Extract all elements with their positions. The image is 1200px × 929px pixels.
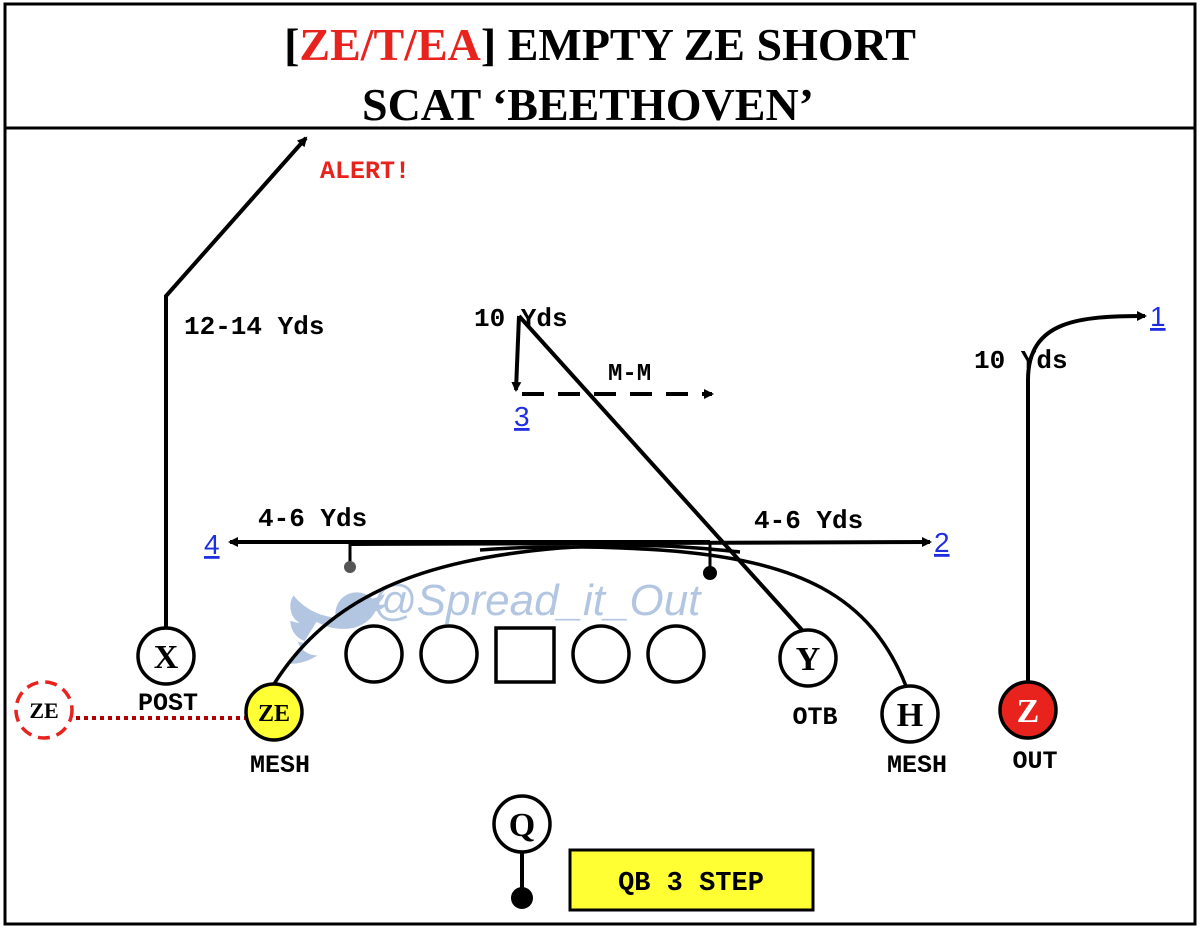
diagram-frame (3, 2, 1197, 926)
z-depth-label: 10 Yds (974, 346, 1068, 376)
ze-route-label: MESH (250, 751, 310, 780)
svg-text:QB 3 STEP: QB 3 STEP (618, 869, 764, 899)
watermark: @Spread_it_Out (290, 576, 702, 664)
player-ze-pre-motion: ZE (14, 680, 74, 740)
qb-drop-dot (511, 887, 533, 909)
read-1-label: 1 (1150, 301, 1166, 332)
svg-text:Y: Y (796, 641, 821, 678)
right-depth-label: 4-6 Yds (754, 506, 863, 536)
y-route-diagonal (517, 314, 804, 632)
read-3-label: 3 (514, 401, 530, 432)
x-route-label: POST (138, 689, 198, 718)
title-line-1: [ZE/T/EA] EMPTY ZE SHORT (284, 19, 916, 70)
center (494, 626, 556, 684)
ze-mesh-route (272, 543, 741, 685)
x-post-route (164, 136, 308, 628)
svg-text:ZE: ZE (258, 701, 290, 727)
y-route-break (511, 315, 522, 392)
svg-text:Z: Z (1017, 693, 1040, 730)
player-x: X (136, 626, 196, 686)
y-route-label: OTB (792, 703, 837, 732)
h-route-label: MESH (887, 751, 947, 780)
player-ze: ZE (244, 682, 304, 742)
left-guard (419, 624, 479, 684)
right-depth-dot (703, 566, 717, 580)
right-tackle (646, 624, 706, 684)
player-z: Z (998, 680, 1058, 740)
svg-text:X: X (154, 639, 179, 676)
left-tackle (344, 624, 404, 684)
right-shallow-route (349, 537, 932, 548)
svg-text:ZE: ZE (29, 698, 58, 723)
z-out-route (1026, 311, 1147, 688)
z-route-label: OUT (1012, 747, 1057, 776)
read-4-label: 4 (204, 529, 220, 560)
alert-label: ALERT! (320, 157, 410, 186)
svg-text:H: H (897, 697, 923, 734)
left-depth-label: 4-6 Yds (258, 504, 367, 534)
svg-text:Q: Q (509, 807, 535, 844)
y-depth-label: 10 Yds (474, 304, 568, 334)
player-y: Y (778, 628, 838, 688)
watermark-text: @Spread_it_Out (372, 576, 702, 625)
left-depth-dot (344, 561, 356, 573)
x-depth-label: 12-14 Yds (184, 312, 324, 342)
twitter-bird-icon (290, 592, 388, 664)
title-line-2: SCAT ‘BEETHOVEN’ (362, 79, 814, 130)
qb-step-box: QB 3 STEP (568, 848, 815, 912)
mm-label: M-M (608, 361, 651, 388)
player-q: Q (492, 794, 552, 854)
h-mesh-route (479, 545, 908, 687)
right-guard (571, 624, 631, 684)
read-2-label: 2 (934, 527, 950, 558)
player-h: H (880, 684, 940, 744)
title-tag: ZE/T/EA (299, 19, 481, 70)
